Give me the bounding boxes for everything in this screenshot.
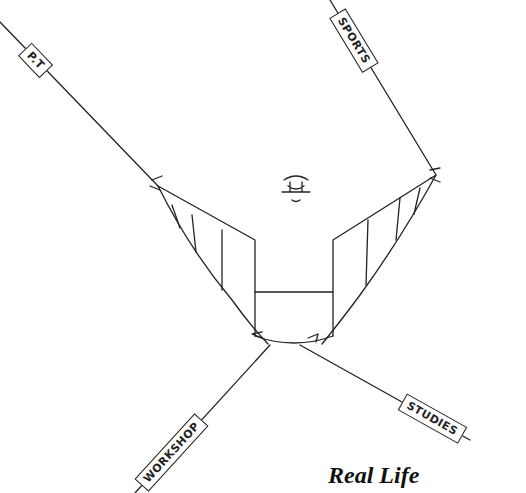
caption: Real Life xyxy=(328,462,419,489)
label-text: STUDIES xyxy=(404,399,460,438)
person-sketch xyxy=(282,176,310,202)
label-text: WORKSHOP xyxy=(141,419,203,485)
net-strands xyxy=(366,188,420,285)
knot-mark xyxy=(252,332,318,342)
label-text: P.T xyxy=(25,49,48,72)
net-strands xyxy=(172,205,222,290)
label-box: STUDIES xyxy=(397,393,466,443)
label-text: SPORTS xyxy=(335,15,373,66)
knot-mark xyxy=(150,168,440,190)
rope xyxy=(0,22,158,186)
label-box: SPORTS xyxy=(329,8,378,72)
rope xyxy=(135,345,270,493)
net-seat xyxy=(255,292,333,336)
label-box: WORKSHOP xyxy=(135,413,209,492)
net-wing xyxy=(158,186,268,344)
rope xyxy=(300,345,470,440)
rope xyxy=(330,0,436,175)
net-seat xyxy=(255,336,333,343)
net-wing xyxy=(322,175,436,344)
